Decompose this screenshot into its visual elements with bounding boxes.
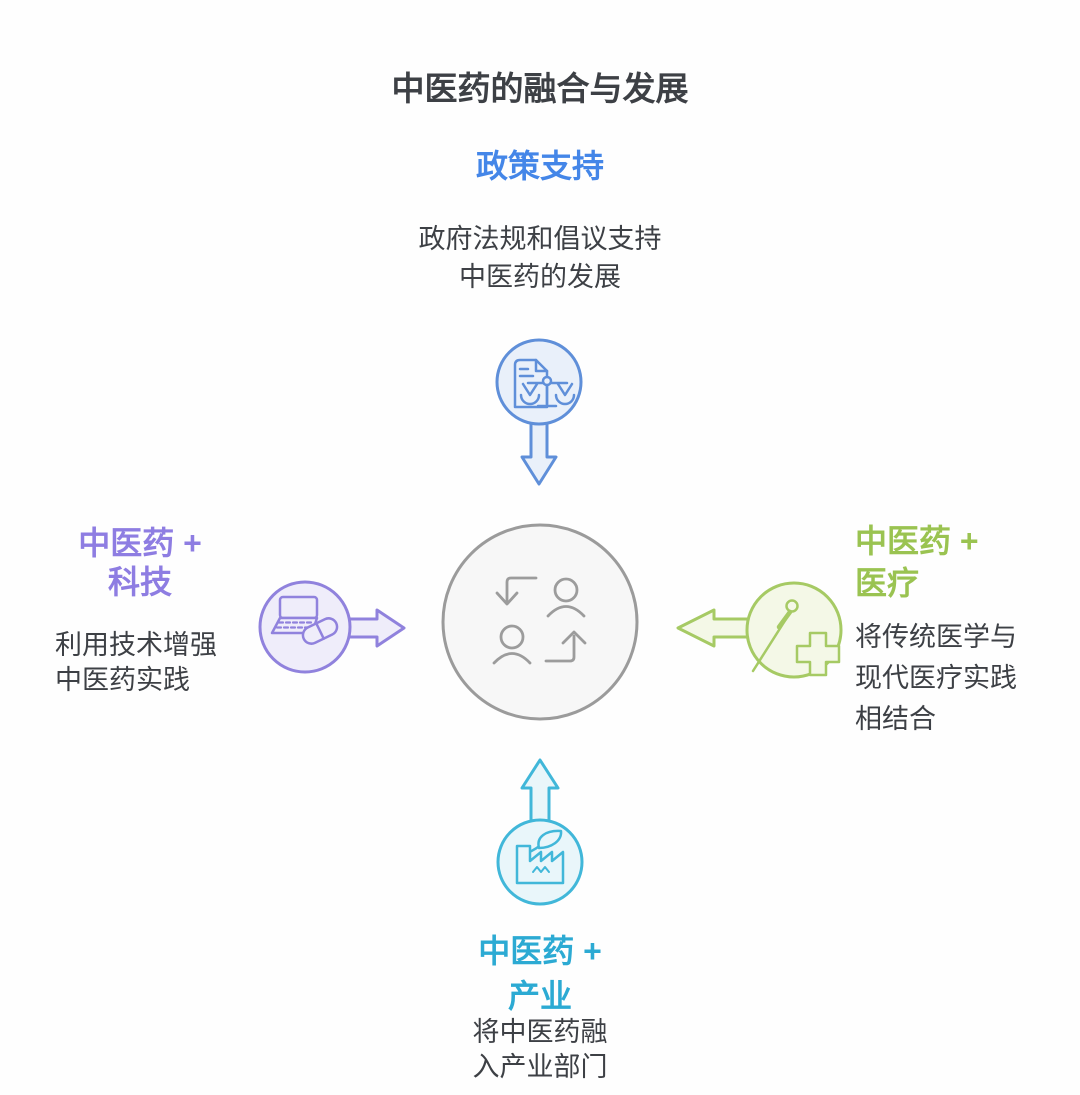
medical-description-line: 相结合 bbox=[855, 704, 936, 734]
technology-description-line: 中医药实践 bbox=[55, 665, 190, 695]
center-hub-graphic bbox=[441, 523, 639, 721]
industry-description-line: 将中医药融 bbox=[472, 1017, 608, 1047]
people-exchange-icon bbox=[492, 576, 587, 665]
industry-description-line: 入产业部门 bbox=[472, 1052, 608, 1082]
industry-heading-line: 中医药 + bbox=[478, 933, 602, 969]
document-scales-icon bbox=[513, 358, 576, 409]
industry-up-arrow bbox=[520, 758, 560, 826]
technology-node-graphic bbox=[258, 580, 406, 674]
laptop-pill-icon bbox=[270, 595, 339, 645]
medical-description: 将传统医学与 现代医疗实践 相结合 bbox=[855, 617, 1080, 740]
policy-node-graphic bbox=[495, 338, 583, 486]
industry-description: 将中医药融 入产业部门 bbox=[2, 1015, 1078, 1085]
policy-description: 政府法规和倡议支持 中医药的发展 bbox=[2, 220, 1078, 296]
industry-heading-line: 产业 bbox=[507, 978, 572, 1014]
policy-description-line: 中医药的发展 bbox=[459, 262, 621, 292]
medical-heading: 中医药 + 医疗 bbox=[855, 520, 1080, 604]
factory-leaf-icon bbox=[515, 829, 565, 885]
medical-left-arrow bbox=[676, 608, 752, 648]
technology-heading-line: 科技 bbox=[107, 564, 172, 600]
policy-heading: 政策支持 bbox=[475, 148, 604, 184]
diagram-title: 中医药的融合与发展 bbox=[391, 70, 689, 107]
medical-description-line: 现代医疗实践 bbox=[855, 663, 1017, 693]
technology-description: 利用技术增强 中医药实践 bbox=[55, 628, 325, 698]
acupuncture-cross-icon bbox=[751, 599, 841, 677]
industry-node-graphic bbox=[496, 758, 584, 906]
technology-description-line: 利用技术增强 bbox=[55, 630, 217, 660]
medical-description-line: 将传统医学与 bbox=[855, 622, 1017, 652]
policy-description-line: 政府法规和倡议支持 bbox=[418, 224, 662, 254]
technology-heading-line: 中医药 + bbox=[78, 525, 202, 561]
policy-down-arrow bbox=[520, 418, 558, 486]
medical-heading-line: 中医药 + bbox=[855, 523, 979, 559]
medical-heading-line: 医疗 bbox=[855, 565, 920, 601]
center-circle bbox=[441, 523, 639, 721]
medical-node-graphic bbox=[676, 581, 843, 679]
technology-heading: 中医药 + 科技 bbox=[39, 524, 241, 602]
industry-heading: 中医药 + 产业 bbox=[2, 929, 1078, 1019]
